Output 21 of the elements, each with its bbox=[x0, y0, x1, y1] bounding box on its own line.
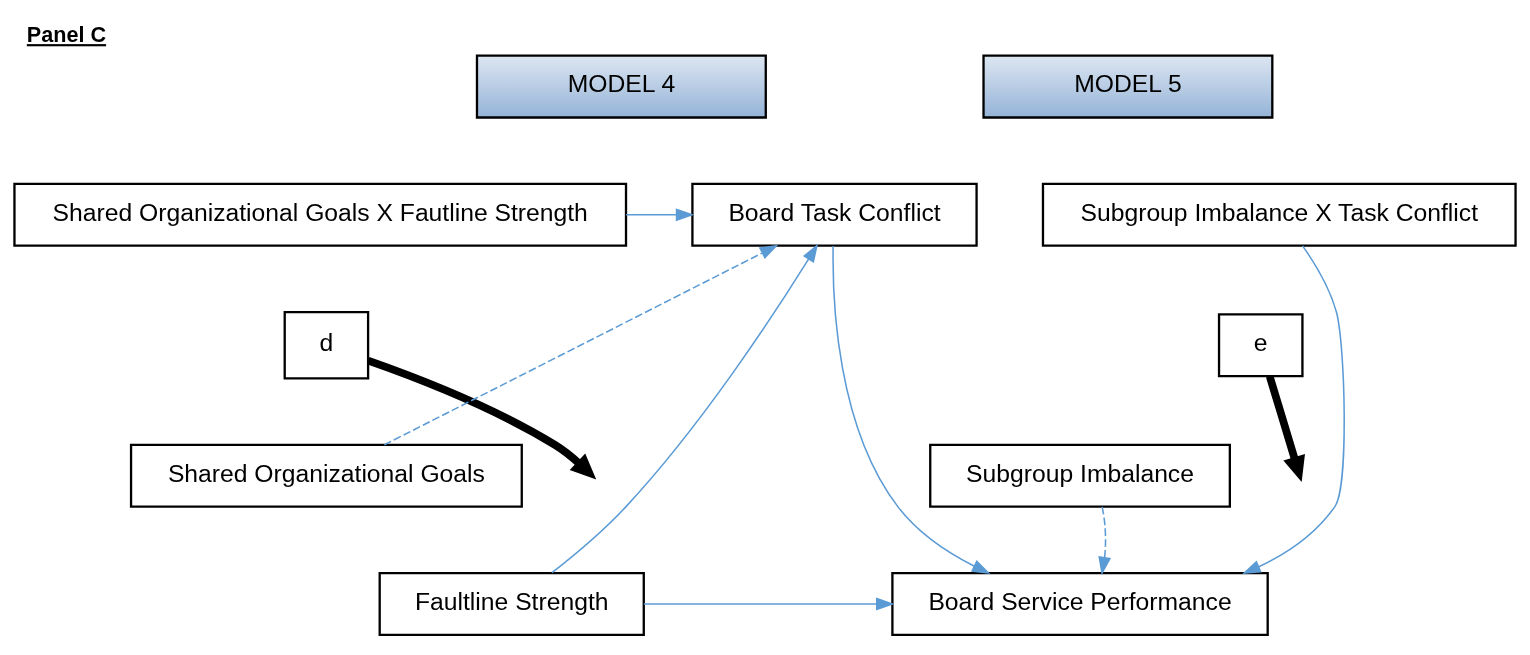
arrow bbox=[1266, 375, 1305, 482]
arrow bbox=[832, 245, 991, 574]
arrow bbox=[551, 243, 819, 574]
arrow bbox=[366, 357, 597, 480]
arrow bbox=[383, 244, 779, 446]
arrow bbox=[1098, 506, 1112, 576]
node-box: Faultline Strength bbox=[378, 571, 645, 636]
diagram-title: Panel C bbox=[26, 22, 107, 48]
node-box: Board Task Conflict bbox=[691, 182, 978, 247]
node-box: Shared Organizational Goals bbox=[129, 443, 523, 508]
node-box: Shared Organizational Goals X Fautline Strength bbox=[13, 182, 628, 247]
arrow bbox=[1242, 245, 1345, 574]
node-box: d bbox=[283, 310, 370, 380]
node-box: Board Service Performance bbox=[891, 571, 1269, 636]
node-box: e bbox=[1217, 313, 1304, 378]
node-box: MODEL 5 bbox=[982, 54, 1274, 119]
node-box: Subgroup Imbalance X Task Conflict bbox=[1041, 182, 1517, 247]
node-box: MODEL 4 bbox=[475, 54, 767, 119]
arrow bbox=[625, 208, 695, 222]
arrow bbox=[643, 597, 895, 611]
node-box: Subgroup Imbalance bbox=[929, 443, 1231, 508]
